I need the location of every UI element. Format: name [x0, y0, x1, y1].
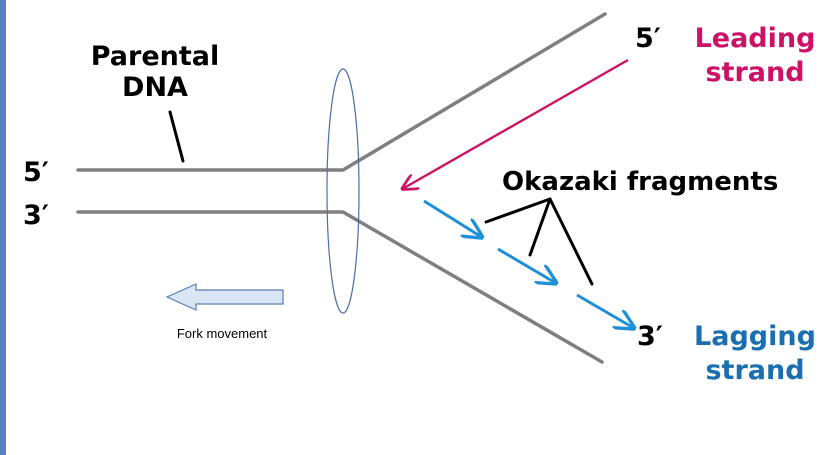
- lagging-strand-label-line2: strand: [705, 355, 804, 386]
- leading-strand-arrow: [404, 58, 629, 188]
- okazaki-pointer-lines: [484, 197, 594, 286]
- okazaki-fragment-arrows: [423, 199, 632, 327]
- lagging-strand-label-line1: Lagging: [694, 321, 816, 352]
- okazaki-fragment-arrow: [423, 199, 480, 236]
- fork-movement-label: Fork movement: [177, 326, 268, 341]
- leading-strand-label-line1: Leading: [695, 23, 816, 54]
- okazaki-fragment-arrow: [497, 247, 554, 282]
- okazaki-pointer: [484, 197, 552, 224]
- leading-strand-label-line2: strand: [705, 57, 804, 88]
- left-3prime-label: 3′: [23, 200, 49, 231]
- fork-movement-arrow: [165, 283, 284, 311]
- parental-dna-label-line2: DNA: [122, 72, 188, 103]
- parental-dna-label-line1: Parental: [91, 41, 220, 72]
- left-5prime-label: 5′: [23, 157, 49, 188]
- parental-dna-strands: [76, 12, 607, 364]
- okazaki-pointer: [528, 197, 552, 257]
- lagging-3prime-label: 3′: [637, 321, 663, 352]
- okazaki-pointer: [548, 197, 594, 286]
- leading-5prime-label: 5′: [635, 23, 661, 54]
- okazaki-fragments-label: Okazaki fragments: [502, 167, 778, 197]
- parental-dna-pointer: [168, 110, 185, 163]
- okazaki-fragment-arrow: [576, 293, 632, 327]
- left-accent-bar: [0, 0, 6, 455]
- top-strand: [76, 12, 607, 172]
- bottom-strand: [76, 210, 604, 364]
- helicase-ellipse: [326, 68, 360, 314]
